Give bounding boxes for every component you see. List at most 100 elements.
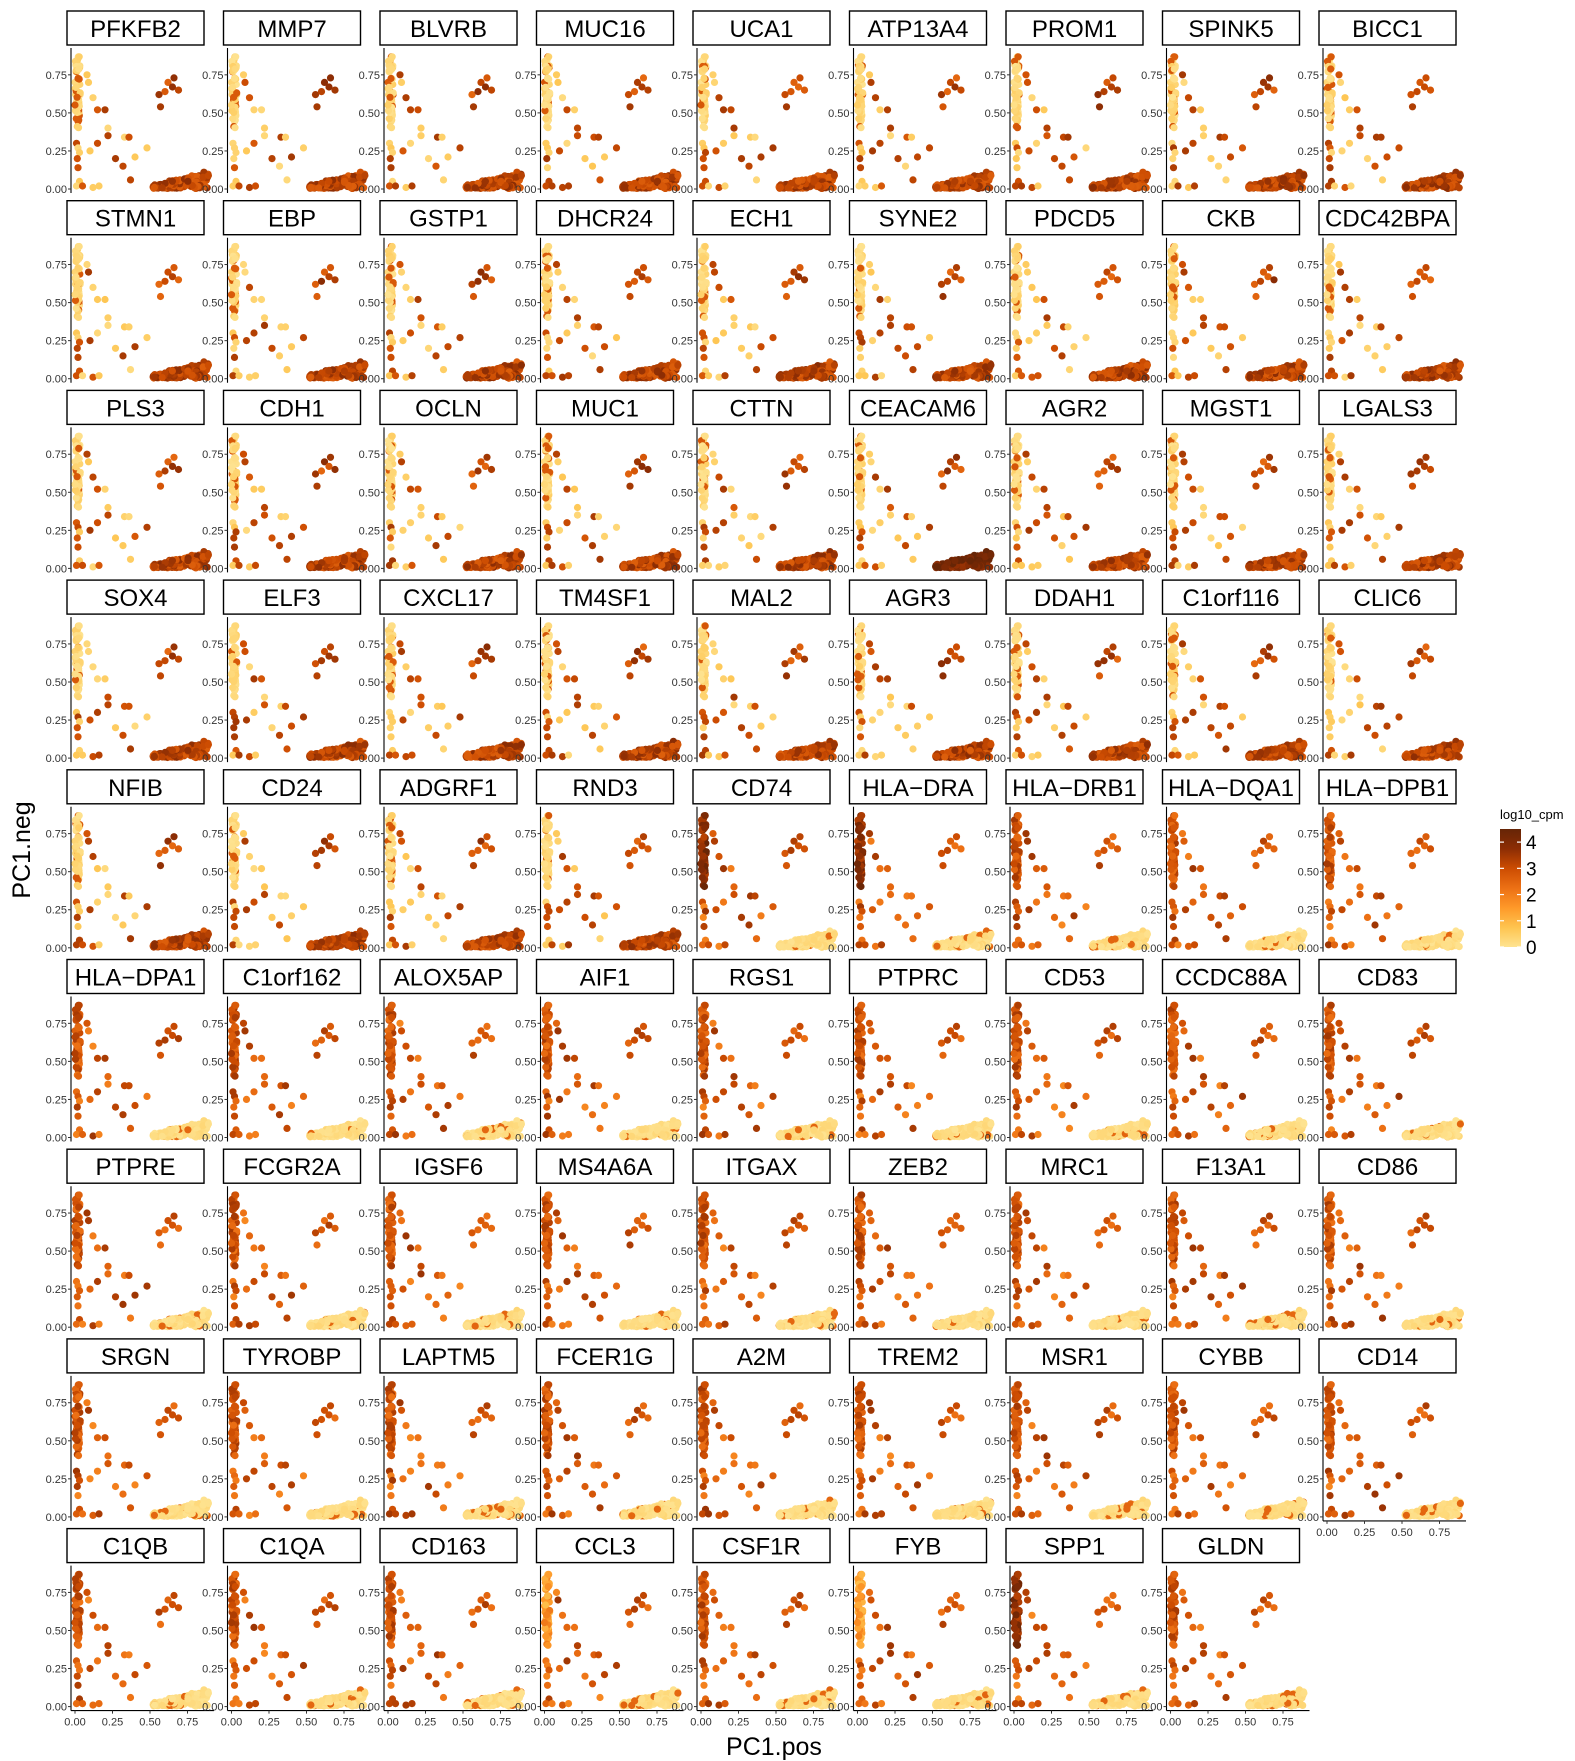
data-point (1323, 101, 1330, 108)
data-point (854, 101, 861, 108)
data-point (497, 178, 504, 185)
data-point (74, 155, 81, 162)
data-point (1280, 178, 1287, 185)
data-point (407, 140, 414, 147)
data-point (953, 74, 960, 81)
data-point (387, 164, 394, 171)
facet-panel: BLVRB0.000.250.500.75 (359, 11, 525, 196)
data-point (75, 65, 82, 72)
data-point (571, 106, 578, 113)
data-point (89, 284, 96, 291)
data-point (1013, 75, 1020, 82)
y-tick-label: 0.75 (828, 70, 849, 82)
data-point (407, 106, 414, 113)
data-point (644, 87, 651, 94)
data-point (392, 182, 399, 189)
data-point (715, 94, 722, 101)
data-point (559, 184, 566, 191)
data-point (926, 144, 933, 151)
data-point (1347, 182, 1354, 189)
data-point (230, 155, 237, 162)
data-point (76, 243, 83, 250)
data-point (79, 182, 86, 189)
data-point (715, 184, 722, 191)
data-point (75, 314, 82, 321)
data-point (1025, 147, 1032, 154)
y-tick-label: 0.25 (46, 146, 67, 158)
y-tick-label: 0.75 (515, 70, 536, 82)
data-point (231, 124, 238, 131)
data-point (785, 184, 792, 191)
facet-panel: ATP13A40.000.250.500.75 (828, 11, 994, 196)
data-point (1377, 134, 1384, 141)
data-point (261, 132, 268, 139)
data-point (700, 155, 707, 162)
data-point (341, 178, 348, 185)
facet-panel: MUC160.000.250.500.75 (515, 11, 681, 196)
data-point (1169, 155, 1176, 162)
data-point (261, 125, 268, 132)
data-point (700, 94, 707, 101)
data-point (83, 261, 90, 268)
data-point (544, 164, 551, 171)
data-point (89, 94, 96, 101)
data-point (1422, 74, 1429, 81)
data-point (712, 147, 719, 154)
data-point (119, 163, 126, 170)
data-point (161, 88, 168, 95)
y-tick-label: 0.25 (672, 146, 693, 158)
data-point (574, 125, 581, 132)
data-point (387, 94, 394, 101)
data-point (231, 75, 238, 82)
data-point (283, 176, 290, 183)
data-point (1082, 144, 1089, 151)
data-point (745, 163, 752, 170)
data-point (1227, 153, 1234, 160)
data-point (1353, 106, 1360, 113)
y-tick-label: 0.75 (359, 70, 380, 82)
data-point (727, 106, 734, 113)
data-point (1040, 106, 1047, 113)
data-point (1100, 88, 1107, 95)
data-point (1341, 184, 1348, 191)
data-point (545, 65, 552, 72)
data-point (908, 134, 915, 141)
y-tick-label: 0.75 (672, 70, 693, 82)
data-point (327, 74, 334, 81)
data-point (408, 182, 415, 189)
data-point (85, 79, 92, 86)
data-point (472, 184, 479, 191)
data-point (914, 153, 921, 160)
y-tick-label: 0.50 (672, 108, 693, 120)
facet-strip-label: BLVRB (410, 16, 487, 43)
data-point (399, 147, 406, 154)
data-point (74, 94, 81, 101)
data-point (1207, 155, 1214, 162)
data-point (1324, 84, 1331, 91)
data-point (1168, 84, 1175, 91)
data-point (855, 115, 862, 122)
data-point (387, 75, 394, 82)
data-point (1098, 184, 1105, 191)
data-point (73, 115, 80, 122)
y-tick-label: 0.50 (985, 108, 1006, 120)
data-point (205, 172, 212, 179)
data-point (268, 155, 275, 162)
data-point (1409, 103, 1416, 110)
data-point (1200, 132, 1207, 139)
data-point (307, 184, 314, 191)
facet-panel: PROM10.000.250.500.75 (985, 11, 1151, 196)
data-point (1096, 103, 1103, 110)
data-point (74, 75, 81, 82)
y-tick-label: 0.75 (202, 70, 223, 82)
facet-strip-label: SPINK5 (1188, 16, 1273, 43)
data-point (1010, 101, 1017, 108)
data-point (654, 178, 661, 185)
data-point (231, 164, 238, 171)
data-point (720, 106, 727, 113)
data-point (252, 182, 259, 189)
data-point (229, 84, 236, 91)
data-point (1022, 71, 1029, 78)
facet-panel: SPINK50.000.250.500.75 (1141, 11, 1307, 196)
data-point (1028, 184, 1035, 191)
